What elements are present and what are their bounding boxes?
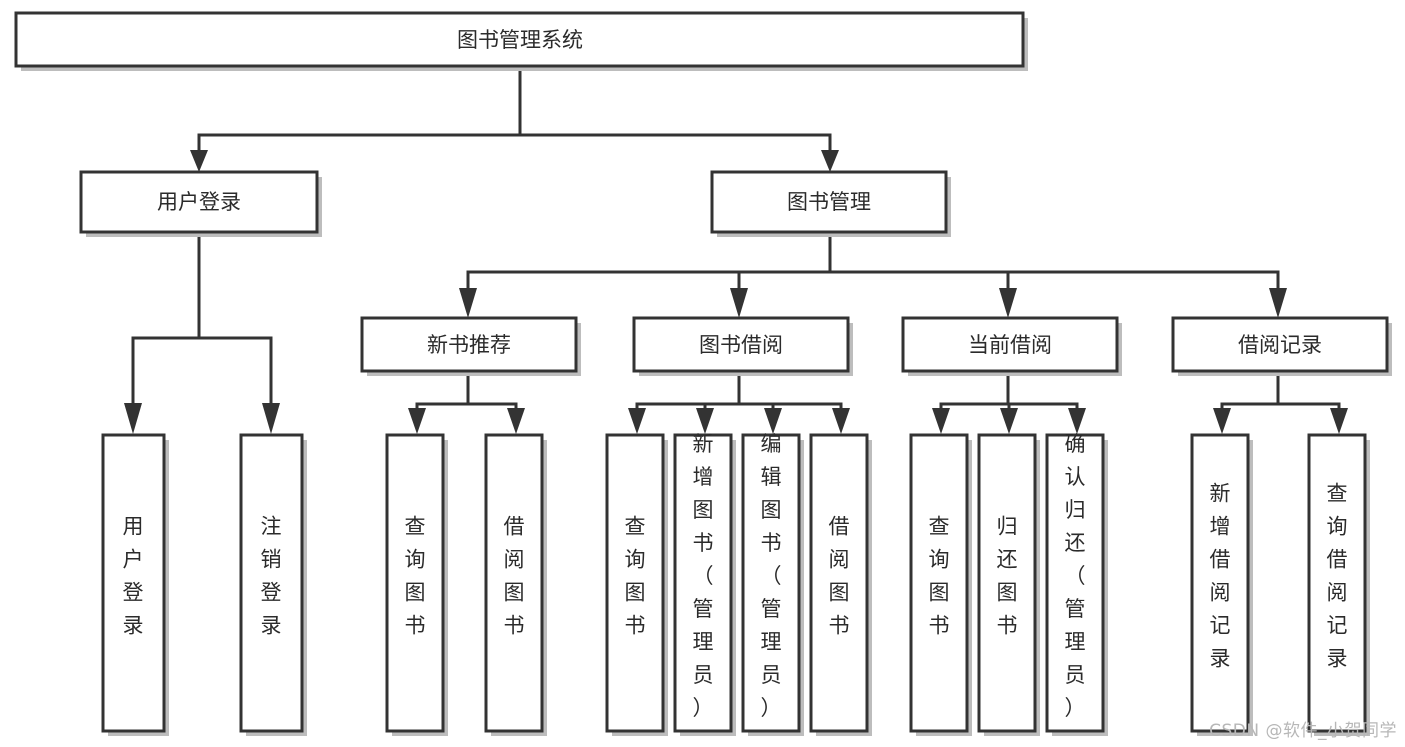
node-rect (360, 316, 578, 373)
leaf-label: 新增图书（管理员） (693, 432, 714, 720)
node-rect (901, 316, 1119, 373)
node-rect (484, 433, 544, 733)
arrow-head-icon (730, 288, 748, 318)
node-rect (79, 170, 319, 234)
leaf-label: 编辑图书（管理员） (761, 432, 782, 720)
node-user-login[interactable]: 用户登录 (79, 170, 322, 237)
arrow-head-icon (507, 408, 525, 434)
node-rect (909, 433, 969, 733)
node-rect (14, 11, 1025, 68)
leaf-node[interactable]: 新增借阅记录 (1190, 433, 1253, 736)
node-label-new-book-recommend: 新书推荐 (427, 333, 511, 357)
node-rect (1307, 433, 1367, 733)
leaf-label: 借阅图书 (829, 515, 850, 638)
arrow-head-icon (932, 408, 950, 434)
leaf-node[interactable]: 归还图书 (977, 433, 1040, 736)
node-rect (1190, 433, 1250, 733)
node-rect (605, 433, 665, 733)
node-label-borrow-record: 借阅记录 (1238, 333, 1322, 357)
arrow-head-icon (764, 408, 782, 434)
node-book-management[interactable]: 图书管理 (710, 170, 951, 237)
arrow-head-icon (1213, 408, 1231, 434)
connector-layer (124, 64, 1348, 434)
leaf-node[interactable]: 注销登录 (239, 433, 307, 736)
node-label-user-login: 用户登录 (157, 190, 241, 214)
arrow-head-icon (1000, 408, 1018, 434)
leaf-node[interactable]: 新增图书（管理员） (673, 432, 736, 736)
arrow-head-icon (459, 288, 477, 318)
leaf-label: 借阅图书 (504, 515, 525, 638)
node-rect (239, 433, 304, 733)
node-rect (385, 433, 445, 733)
arrow-head-icon (262, 403, 280, 434)
arrow-head-icon (408, 408, 426, 434)
leaf-node[interactable]: 确认归还（管理员） (1045, 432, 1108, 736)
leaf-node[interactable]: 借阅图书 (809, 433, 872, 736)
node-new-book-recommend[interactable]: 新书推荐 (360, 316, 581, 376)
leaf-label: 用户登录 (123, 515, 144, 638)
node-current-borrow[interactable]: 当前借阅 (901, 316, 1122, 376)
leaf-node[interactable]: 查询图书 (605, 433, 668, 736)
arrow-head-icon (1330, 408, 1348, 434)
node-label-root: 图书管理系统 (457, 28, 583, 52)
leaf-node[interactable]: 查询借阅记录 (1307, 433, 1370, 736)
arrow-head-icon (696, 408, 714, 434)
watermark-label: CSDN @软件_小贺同学 (1209, 721, 1397, 741)
node-root[interactable]: 图书管理系统 (14, 11, 1028, 71)
arrow-head-icon (1269, 288, 1287, 318)
leaf-node[interactable]: 查询图书 (909, 433, 972, 736)
node-book-borrow[interactable]: 图书借阅 (632, 316, 853, 376)
arrow-head-icon (1068, 408, 1086, 434)
leaf-label: 确认归还（管理员） (1065, 432, 1086, 720)
node-rect (632, 316, 850, 373)
leaf-label: 查询借阅记录 (1327, 482, 1348, 671)
arrow-head-icon (999, 288, 1017, 318)
arrow-head-icon (821, 150, 839, 172)
node-rect (1171, 316, 1389, 373)
node-label-book-borrow: 图书借阅 (699, 333, 783, 357)
node-label-book-management: 图书管理 (787, 190, 871, 214)
node-label-current-borrow: 当前借阅 (968, 333, 1052, 357)
leaf-label: 查询图书 (929, 515, 950, 638)
leaf-node[interactable]: 查询图书 (385, 433, 448, 736)
leaf-label: 归还图书 (997, 515, 1018, 638)
leaf-node[interactable]: 编辑图书（管理员） (741, 432, 804, 736)
arrow-head-icon (832, 408, 850, 434)
arrow-head-icon (628, 408, 646, 434)
leaf-label: 注销登录 (261, 515, 282, 638)
arrow-head-icon (124, 403, 142, 434)
leaf-node[interactable]: 用户登录 (101, 433, 169, 736)
leaf-label: 新增借阅记录 (1210, 482, 1231, 671)
arrow-head-icon (190, 150, 208, 172)
node-rect (101, 433, 166, 733)
node-rect (977, 433, 1037, 733)
node-borrow-record[interactable]: 借阅记录 (1171, 316, 1392, 376)
node-rect (741, 433, 801, 733)
node-rect (1045, 433, 1105, 733)
node-rect (809, 433, 869, 733)
node-rect (673, 433, 733, 733)
leaf-label: 查询图书 (405, 515, 426, 638)
node-rect (710, 170, 948, 234)
leaf-label: 查询图书 (625, 515, 646, 638)
leaf-node[interactable]: 借阅图书 (484, 433, 547, 736)
